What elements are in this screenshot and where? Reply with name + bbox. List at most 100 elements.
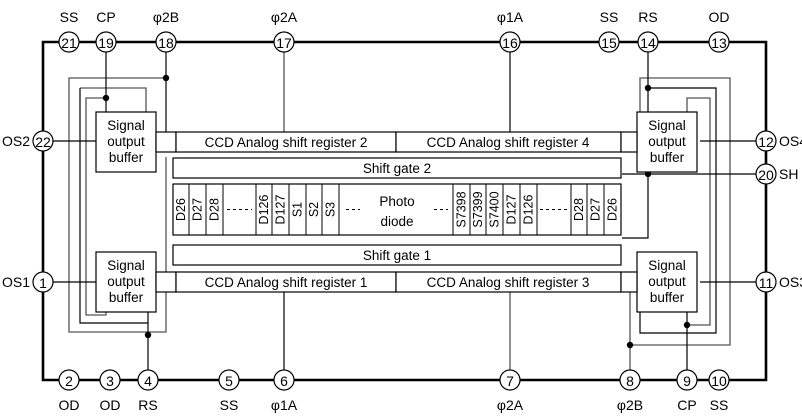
svg-text:Signal: Signal [107,258,145,273]
pin-number: 8 [626,373,634,389]
package-outline [41,40,768,382]
pin-label: φ2A [497,397,524,413]
pin-number: 19 [98,35,114,51]
pin-number: 17 [276,35,292,51]
photodiode-cell: S7399 [471,191,485,227]
pin-3: 3 [99,369,121,391]
wire-rs-left-outer [79,88,148,324]
photodiode-cell: D27 [191,198,205,221]
pin-2: 2 [58,369,80,391]
pin-22: 22 [32,130,54,152]
pin-label: SH [779,166,798,182]
photodiode-cell: S1 [291,202,305,217]
ccd-shift-register-3-label: CCD Analog shift register 3 [427,275,590,290]
register-stub-right-bottom [620,271,638,293]
wire-cp-left-inner [85,97,107,316]
svg-text:buffer: buffer [109,150,144,165]
pin-number: 2 [65,373,73,389]
pin-number: 22 [35,134,51,150]
pin-number: 21 [61,35,77,51]
pin-label: SS [220,397,239,413]
junction-dot [626,341,634,349]
pin-11: 11 [755,271,777,293]
shift-gate-2 [172,157,622,179]
signal-output-buffer-2: Signal output buffer [95,111,157,173]
pin-19: 19 [95,31,117,53]
pin-label: OS1 [2,274,30,290]
buffer-label: Signal [107,118,145,133]
svg-text:buffer: buffer [650,290,685,305]
pin-label: OS2 [2,133,30,149]
pin-5: 5 [218,369,240,391]
pin-15: 15 [598,31,620,53]
signal-output-buffer-1: Signal output buffer [95,251,157,313]
register-stub-left-top [155,131,177,153]
pin-number: 1 [39,275,47,291]
pin-label: OD [709,9,730,25]
wire-buffer2-loop [80,87,147,112]
photodiode-cell: S7400 [488,191,502,227]
pin-number: 5 [225,373,233,389]
pin-number: 20 [758,167,774,183]
pin-number: 9 [683,373,691,389]
pin-number: 18 [158,35,174,51]
signal-output-buffer-4: Signal output buffer [636,111,698,173]
shift-gate-2-label: Shift gate 2 [363,161,431,176]
shift-gate-1-label: Shift gate 1 [363,248,431,263]
pin-9: 9 [676,369,698,391]
register-stub-right-top [620,131,638,153]
pin-number: 11 [759,275,774,291]
pin-1: 1 [32,271,54,293]
junction-dot [102,94,110,102]
pin-20: 20 [755,163,777,185]
svg-text:output: output [648,274,686,289]
pins: 21SS19CP18φ2B17φ2A16φ1A15SS14RS13OD22OS2… [2,9,802,413]
ccd-shift-register-1-label: CCD Analog shift register 1 [205,275,368,290]
pin-6: 6 [273,369,295,391]
photodiode-cell: D127 [274,195,288,225]
photodiode-cell: D26 [174,198,188,221]
pin-number: 10 [711,373,727,389]
pin-label: CP [677,397,696,413]
pin-number: 3 [106,373,114,389]
wire-cp-right [686,97,711,326]
pin-13: 13 [708,31,730,53]
pin-label: SS [60,9,79,25]
pin-label: SS [600,9,619,25]
photodiode-cell: D126 [257,195,271,225]
pin-14: 14 [637,31,659,53]
pin-label: OS3 [779,274,802,290]
wire-sh-to-gate1 [622,174,649,239]
photodiode-cell: D28 [572,198,586,221]
photodiode-label-line2: diode [380,214,413,229]
ccd-shift-register-2-label: CCD Analog shift register 2 [205,135,368,150]
pin-number: 12 [758,134,774,150]
pin-label: SS [710,397,729,413]
photodiode-label-line1: Photo [379,194,414,209]
pin-8: 8 [619,369,641,391]
pin-number: 14 [640,35,656,51]
pin-10: 10 [708,369,730,391]
photodiode-cell: D26 [606,198,620,221]
pin-17: 17 [273,31,295,53]
pin-label: φ2B [617,397,643,413]
photodiode-cell: D127 [505,195,519,225]
svg-text:Signal: Signal [648,118,686,133]
photodiode-cell: D28 [208,198,222,221]
pin-label: OD [100,397,121,413]
shift-gate-1 [172,244,622,266]
wire-rs-right [639,87,717,334]
photodiode-cell: S7398 [455,191,469,227]
svg-text:buffer: buffer [109,290,144,305]
pin-label: CP [96,9,115,25]
pin-number: 15 [601,35,617,51]
register-stub-left-bottom [155,271,177,293]
pin-21: 21 [58,31,80,53]
photodiode-cell: S2 [307,202,321,217]
svg-text:buffer: buffer [650,150,685,165]
pin-label: RS [138,397,157,413]
pin-16: 16 [499,31,521,53]
pin-label: OD [59,397,80,413]
svg-text:output: output [107,134,145,149]
